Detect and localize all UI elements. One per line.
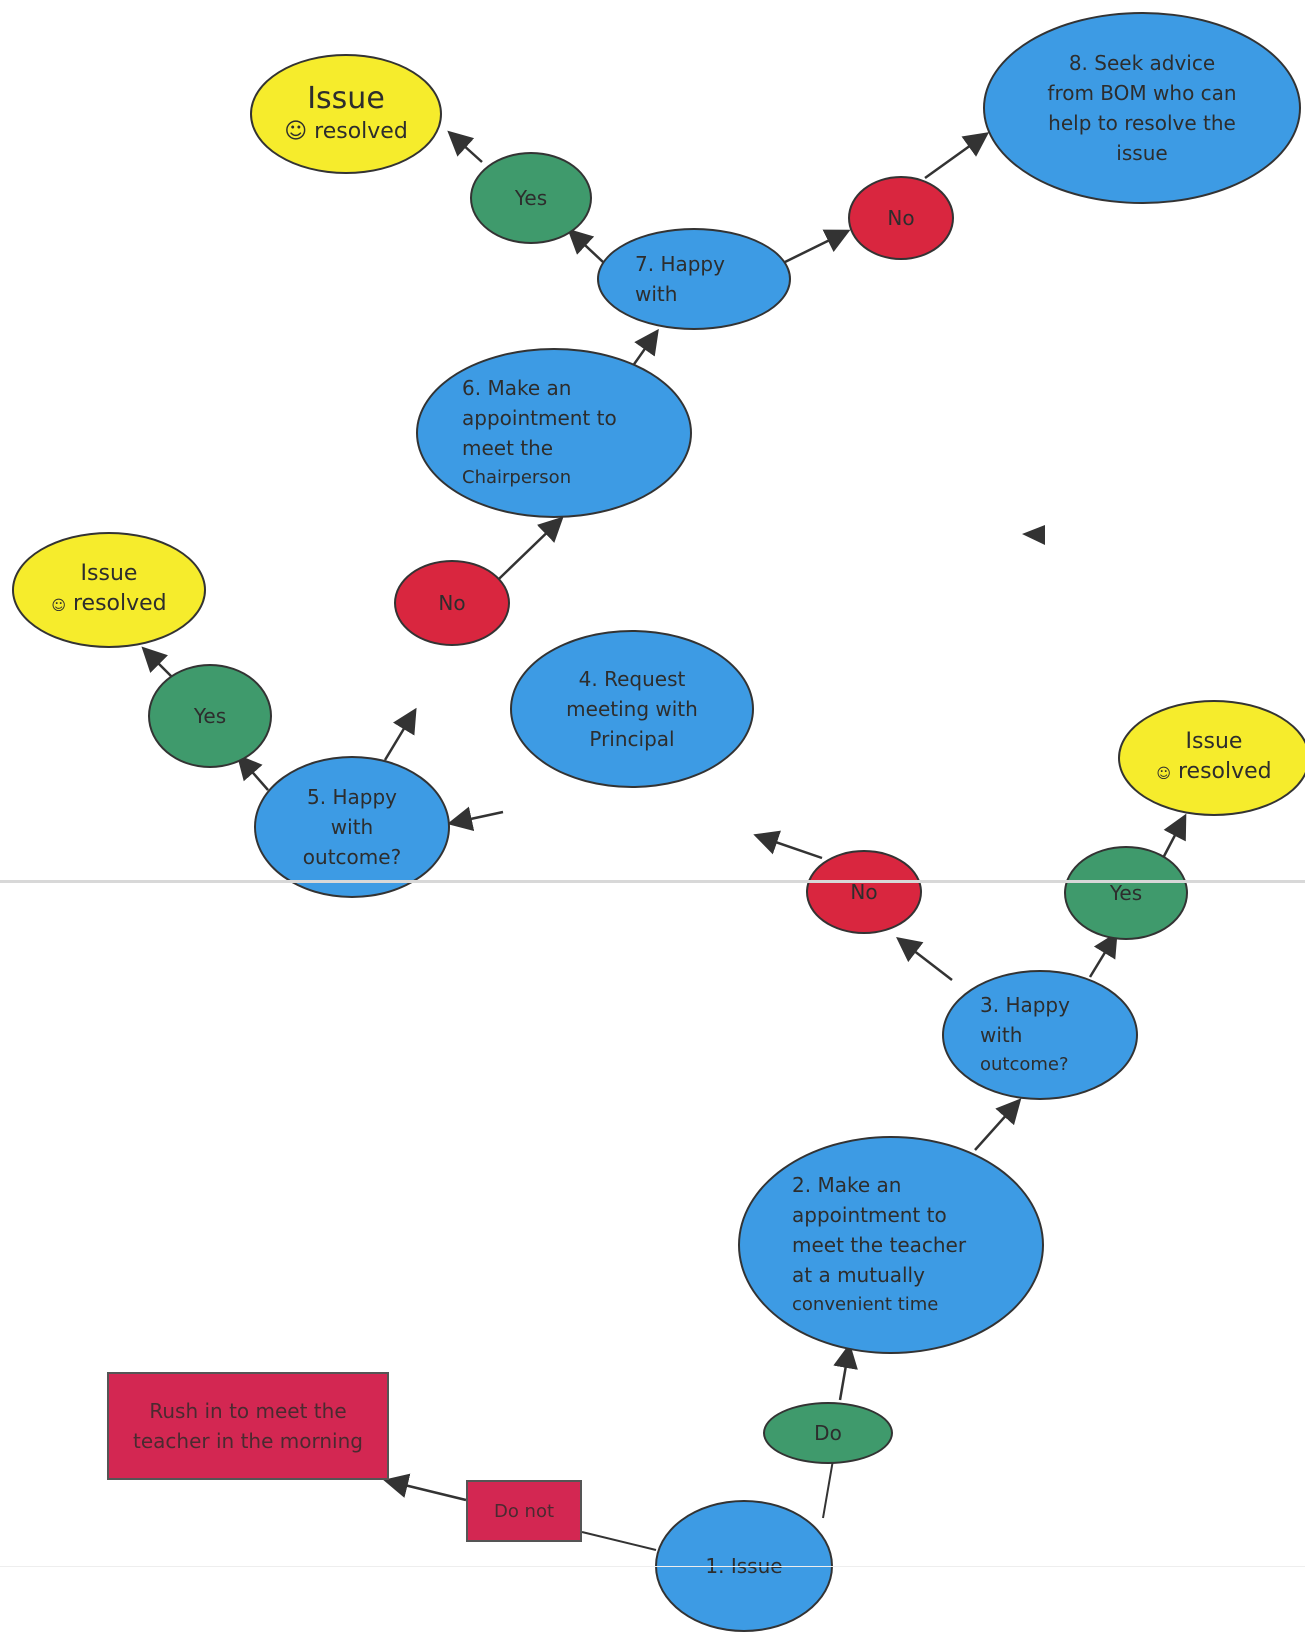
rush-line: Rush in to meet the: [149, 1399, 347, 1423]
connector-1-to-donot: [581, 1531, 657, 1551]
do-not-label: Do not: [493, 1500, 555, 1522]
step-6-line: meet the: [462, 436, 554, 460]
step-3-line: outcome?: [980, 1054, 1069, 1075]
arrow-no-to-4: [753, 830, 823, 860]
step-4-line: meeting with: [566, 697, 698, 721]
connector-1-to-do: [822, 1459, 834, 1519]
issue-resolved-node-left: Issue ☺ resolved: [12, 532, 206, 648]
do-not-box: Do not: [466, 1480, 582, 1542]
resolved-label: resolved: [72, 591, 167, 616]
no-label: No: [438, 591, 466, 615]
step-2-node: 2. Make an appointment to meet the teach…: [738, 1136, 1044, 1354]
resolved-label: resolved: [1177, 759, 1272, 784]
stray-arrowhead: [1022, 525, 1045, 545]
step-5-line: 5. Happy: [307, 785, 397, 809]
step-2-line: appointment to: [792, 1203, 947, 1227]
step-2-line: 2. Make an: [792, 1173, 902, 1197]
step-4-line: Principal: [589, 727, 675, 751]
yes-label: Yes: [193, 704, 227, 728]
step-8-line: 8. Seek advice: [1068, 51, 1216, 75]
step-6-node: 6. Make an appointment to meet the Chair…: [416, 348, 692, 518]
no-label: No: [850, 880, 878, 904]
no-label: No: [887, 206, 915, 230]
arrow-2-to-3: [974, 1098, 1022, 1151]
issue-label: Issue: [80, 561, 138, 586]
step-2-line: meet the teacher: [792, 1233, 967, 1257]
issue-label: Issue: [1185, 729, 1243, 754]
issue-label: Issue: [307, 81, 385, 116]
step-7-line: with: [635, 282, 678, 306]
arrow-3-to-no: [896, 936, 953, 981]
issue-resolved-node-right: Issue ☺ resolved: [1118, 700, 1305, 816]
yes-label: Yes: [514, 186, 548, 210]
arrow-5-to-no: [383, 707, 417, 761]
step-4-node: 4. Request meeting with Principal: [510, 630, 754, 788]
page-edge-line: [0, 1566, 1305, 1567]
arrow-3-to-yes: [1088, 931, 1118, 978]
step-6-line: 6. Make an: [462, 376, 572, 400]
smiley-icon: ☺: [51, 598, 66, 614]
issue-resolved-node-top: Issue ☺ resolved: [250, 54, 442, 174]
arrow-do-to-2: [833, 1343, 858, 1401]
smiley-icon: ☺: [1156, 766, 1171, 782]
do-node: Do: [763, 1402, 893, 1464]
step-5-line: outcome?: [302, 845, 402, 869]
step-6-line: appointment to: [462, 406, 617, 430]
yes-node-right: Yes: [1064, 846, 1188, 940]
step-6-line: Chairperson: [462, 467, 572, 488]
resolved-label: resolved: [314, 119, 408, 144]
smiley-icon: ☺: [284, 119, 308, 144]
step-8-line: help to resolve the: [1048, 111, 1236, 135]
step-2-line: convenient time: [792, 1294, 939, 1315]
step-7-node: 7. Happy with: [597, 228, 791, 330]
rush-line: teacher in the morning: [133, 1429, 363, 1453]
arrow-4-to-5: [447, 806, 504, 832]
arrow-yes-to-resolved-top: [447, 130, 483, 163]
yes-label: Yes: [1109, 881, 1143, 905]
arrow-5-to-yes: [236, 754, 269, 791]
step-2-line: at a mutually: [792, 1263, 925, 1287]
step-3-line: 3. Happy: [980, 993, 1070, 1017]
step-8-node: 8. Seek advice from BOM who can help to …: [983, 12, 1301, 204]
step-8-line: from BOM who can: [1047, 81, 1237, 105]
step-4-line: 4. Request: [578, 667, 686, 691]
no-node-top: No: [848, 176, 954, 260]
arrow-7-to-yes: [567, 228, 604, 263]
arrow-yes-to-resolved-right: [1160, 813, 1187, 861]
do-label: Do: [814, 1421, 842, 1445]
step-7-line: 7. Happy: [635, 252, 725, 276]
rush-in-box: Rush in to meet the teacher in the morni…: [107, 1372, 389, 1480]
arrow-donot-to-rush: [383, 1473, 467, 1502]
step-3-node: 3. Happy with outcome?: [942, 970, 1138, 1100]
page-fold-line: [0, 880, 1305, 883]
arrow-7-to-no: [784, 229, 851, 264]
step-8-line: issue: [1116, 141, 1168, 165]
no-node-middle: No: [394, 560, 510, 646]
no-node-right: No: [806, 850, 922, 934]
step-5-line: with: [330, 815, 374, 839]
step-5-node: 5. Happy with outcome?: [254, 756, 450, 898]
step-3-line: with: [980, 1023, 1023, 1047]
arrow-no-to-8: [924, 132, 990, 180]
yes-node-top: Yes: [470, 152, 592, 244]
yes-node-left: Yes: [148, 664, 272, 768]
